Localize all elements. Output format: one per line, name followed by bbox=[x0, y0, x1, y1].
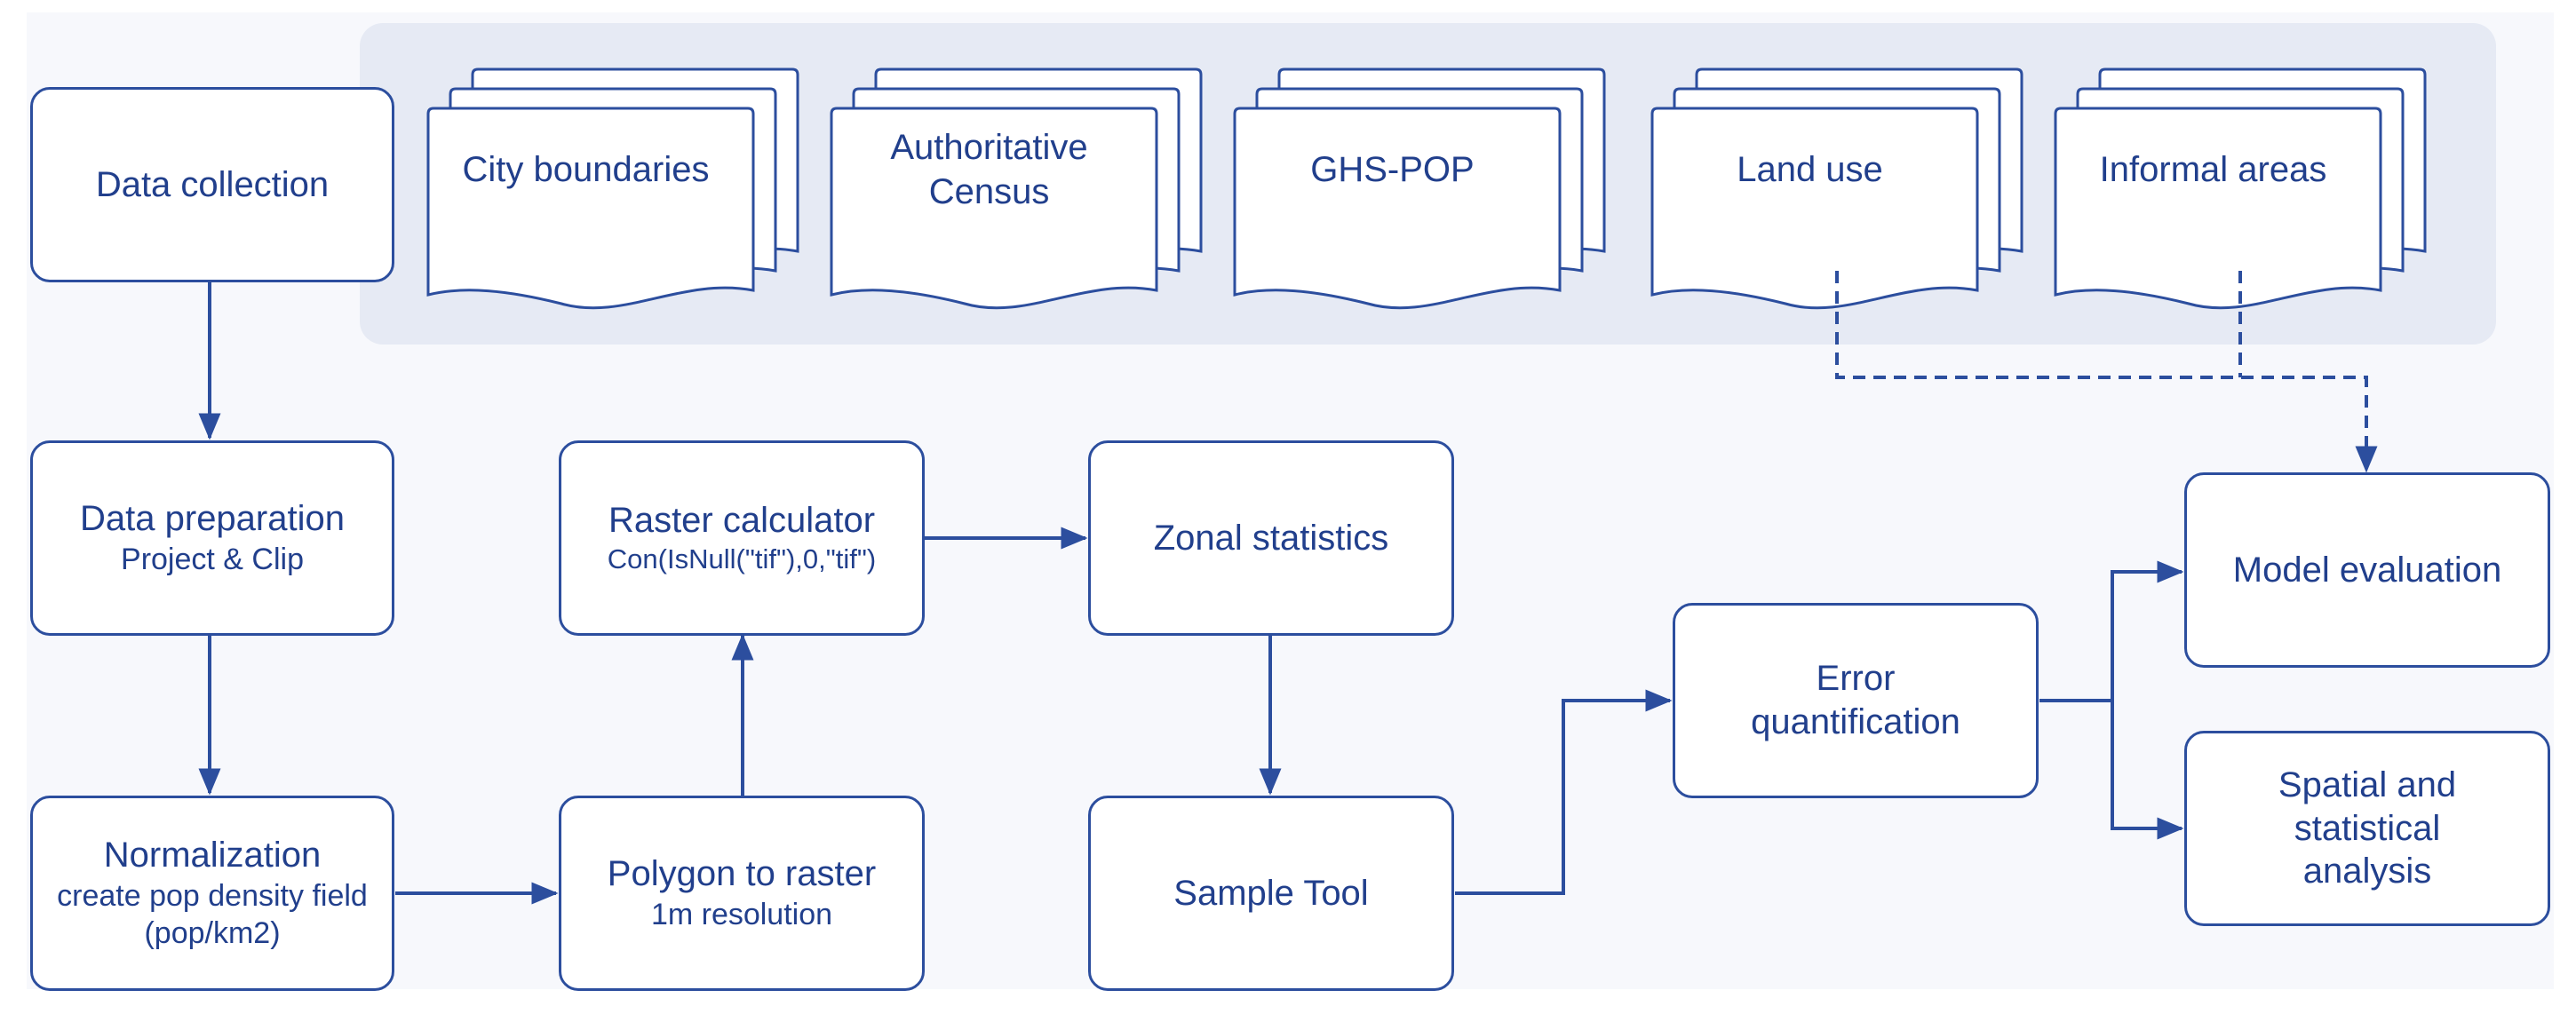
step-title: Model evaluation bbox=[2232, 550, 2502, 590]
step-subtitle: 1m resolution bbox=[650, 898, 833, 932]
document-stack-icon bbox=[426, 67, 799, 310]
edge-error-to-model-eval bbox=[2039, 560, 2184, 702]
document-stack-icon bbox=[1233, 67, 1606, 310]
doc-ghs-pop: GHS-POP bbox=[1233, 67, 1608, 310]
step-subtitle: create pop density field (pop/km2) bbox=[57, 878, 368, 951]
step-model-evaluation: Model evaluation bbox=[2184, 472, 2550, 668]
doc-informal-areas: Informal areas bbox=[2054, 67, 2429, 310]
doc-label: GHS-POP bbox=[1310, 150, 1475, 189]
doc-land-use: Land use bbox=[1650, 67, 2025, 310]
step-data-collection: Data collection bbox=[30, 87, 394, 282]
step-spatial-analysis: Spatial and statistical analysis bbox=[2184, 731, 2550, 926]
step-title: Data preparation bbox=[80, 499, 345, 539]
doc-label: Authoritative Census bbox=[890, 128, 1088, 211]
step-normalization: Normalization create pop density field (… bbox=[30, 796, 394, 991]
edge-landuse-to-model-eval bbox=[1835, 271, 2378, 473]
doc-label: City boundaries bbox=[462, 150, 710, 189]
doc-label: Land use bbox=[1737, 150, 1883, 189]
step-title: Error quantification bbox=[1751, 659, 1960, 741]
step-title: Data collection bbox=[95, 164, 330, 204]
edge-error-to-spatial bbox=[2111, 701, 2184, 840]
step-title: Raster calculator bbox=[608, 501, 876, 541]
doc-authoritative-census: Authoritative Census bbox=[830, 67, 1205, 310]
step-data-preparation: Data preparation Project & Clip bbox=[30, 440, 394, 636]
step-polygon-to-raster: Polygon to raster 1m resolution bbox=[559, 796, 925, 991]
step-sample-tool: Sample Tool bbox=[1088, 796, 1454, 991]
doc-city-boundaries: City boundaries bbox=[426, 67, 801, 310]
step-title: Normalization bbox=[103, 836, 322, 875]
document-stack-icon bbox=[830, 67, 1203, 310]
edge-sample-to-error bbox=[1455, 689, 1673, 895]
step-zonal-statistics: Zonal statistics bbox=[1088, 440, 1454, 636]
step-subtitle: Project & Clip bbox=[121, 543, 304, 577]
doc-label: Informal areas bbox=[2099, 150, 2327, 189]
step-error-quantification: Error quantification bbox=[1673, 603, 2039, 798]
document-stack-icon bbox=[1650, 67, 2023, 310]
step-title: Polygon to raster bbox=[607, 854, 877, 894]
step-title: Spatial and statistical analysis bbox=[2278, 765, 2457, 891]
document-stack-icon bbox=[2054, 67, 2427, 310]
step-title: Zonal statistics bbox=[1153, 518, 1389, 558]
step-raster-calculator: Raster calculator Con(IsNull("tif"),0,"t… bbox=[559, 440, 925, 636]
step-subtitle: Con(IsNull("tif"),0,"tif") bbox=[607, 543, 877, 575]
step-title: Sample Tool bbox=[1173, 873, 1369, 913]
